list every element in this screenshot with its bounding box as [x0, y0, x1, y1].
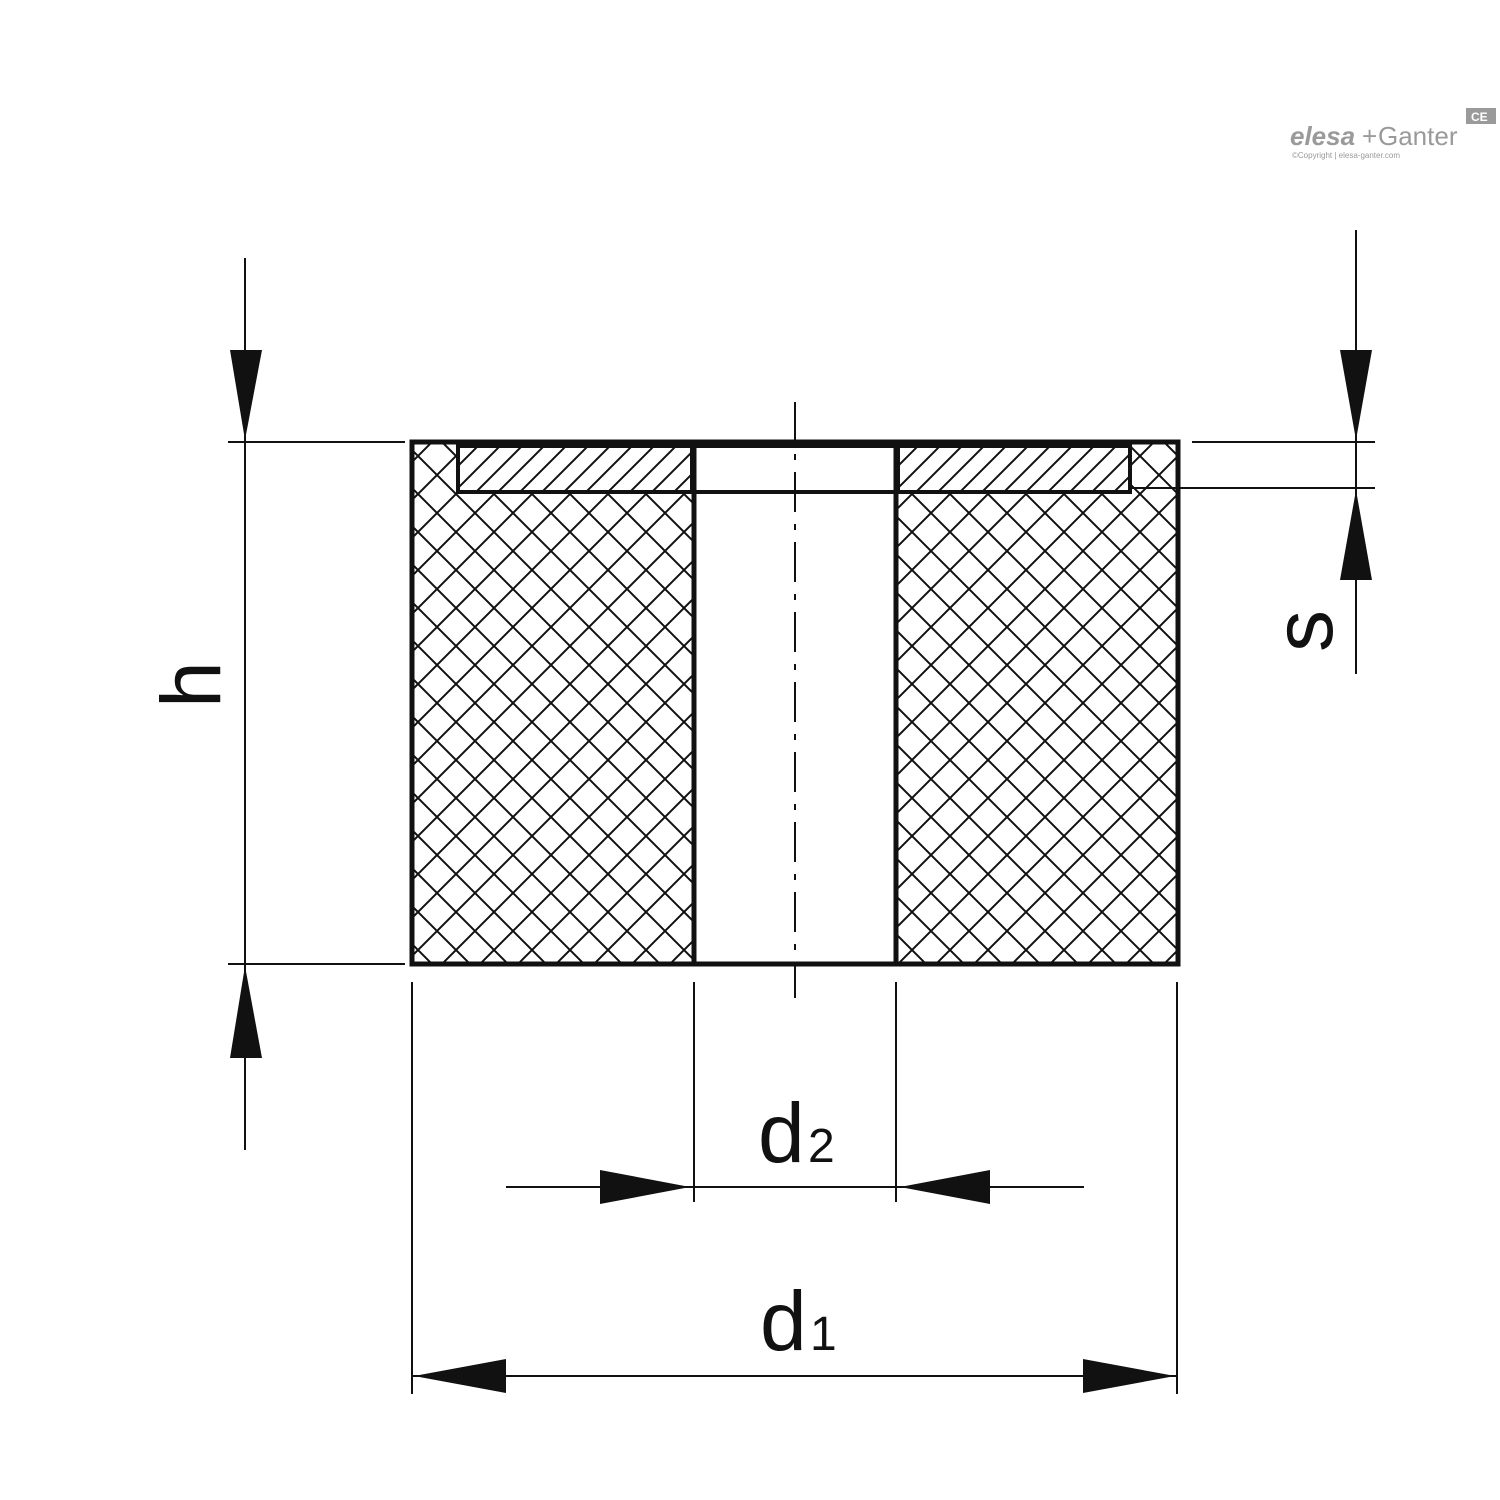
ce-mark-icon [1466, 108, 1496, 124]
logo-plus: + [1362, 121, 1377, 151]
dimension-d1: d 1 [411, 982, 1178, 1394]
d2-label-subscript: 2 [808, 1120, 835, 1173]
dimension-s: s [1132, 230, 1375, 674]
logo-brand-a: elesa [1290, 121, 1355, 151]
right-crosshatch-fill [898, 442, 1178, 964]
d1-arrow-right-icon [1083, 1359, 1175, 1393]
right-washer-insert [896, 444, 1132, 494]
elesa-ganter-logo: elesa + Ganter CE ©Copyright | elesa-gan… [1290, 108, 1496, 160]
h-arrow-up-icon [230, 966, 262, 1058]
dimension-h: h [144, 258, 405, 1150]
d1-arrow-left-icon [414, 1359, 506, 1393]
logo-brand-b: Ganter [1378, 121, 1458, 151]
logo-copyright: ©Copyright | elesa-ganter.com [1292, 151, 1400, 160]
d2-label: d [758, 1086, 805, 1180]
s-arrow-down-icon [1340, 350, 1372, 440]
left-washer-insert [456, 444, 694, 494]
dimension-d2: d 2 [506, 982, 1084, 1204]
ce-mark-text: CE [1471, 110, 1488, 124]
s-label: s [1256, 610, 1350, 652]
left-body-section [412, 442, 694, 964]
d1-label: d [760, 1274, 807, 1368]
d2-arrow-right-icon [600, 1170, 690, 1204]
h-arrow-down-icon [230, 350, 262, 440]
right-body-section [896, 442, 1178, 964]
d1-label-subscript: 1 [810, 1308, 837, 1361]
d2-arrow-left-icon [900, 1170, 990, 1204]
left-crosshatch-fill [412, 442, 692, 964]
h-label: h [144, 661, 238, 708]
s-arrow-up-icon [1340, 490, 1372, 580]
